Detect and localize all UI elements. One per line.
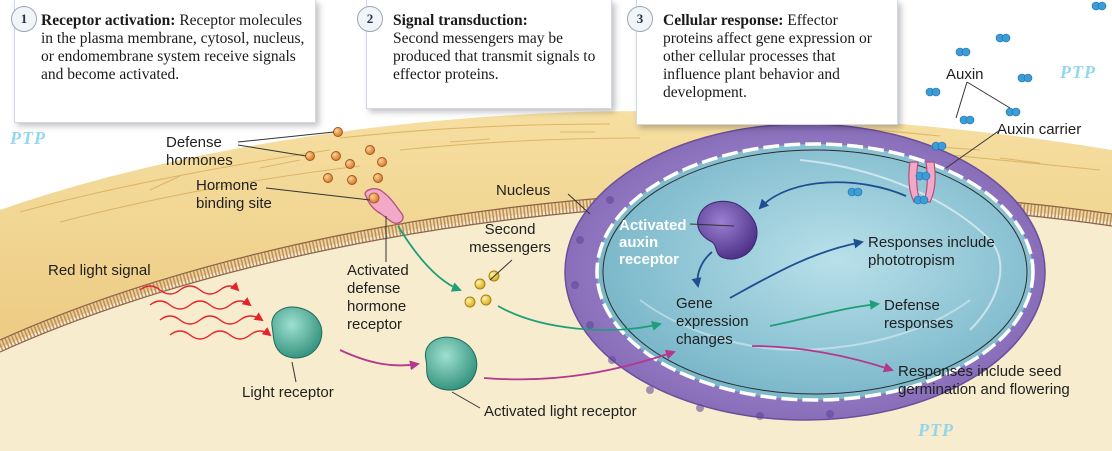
defense-hormones-label: Defense hormones: [166, 134, 233, 169]
step-number: 1: [11, 6, 37, 32]
light-receptor-label: Light receptor: [242, 384, 334, 401]
activated-auxin-receptor-shape: [697, 200, 758, 260]
gene-expression-label: Gene expression changes: [676, 295, 749, 348]
seed-flowering-response-label: Responses include seed germination and f…: [898, 363, 1070, 398]
activated-auxin-receptor-label: Activated auxin receptor: [619, 217, 687, 268]
red-light-rays: [139, 281, 272, 340]
light-pathway-arrow-1: [339, 349, 420, 371]
hormone-binding-site-label: Hormone binding site: [196, 177, 272, 212]
defense-pathway-arrow-1: [397, 225, 462, 292]
nucleus-label: Nucleus: [496, 182, 551, 199]
phototropism-arrow: [729, 238, 864, 299]
activated-light-receptor-label: Activated light receptor: [484, 403, 637, 420]
defense-hormone-molecules: [305, 127, 387, 185]
auxin-receptor-arrow: [691, 251, 713, 288]
defense-response-arrow: [769, 299, 880, 327]
step-number: 3: [627, 6, 653, 32]
step-body: Effector proteins affect gene expression…: [663, 12, 872, 101]
auxin-carrier-arrow: [758, 181, 907, 210]
step-title: Receptor activation:: [41, 12, 176, 29]
defense-pathway-arrow-2: [497, 305, 662, 331]
step-title: Cellular response:: [663, 12, 784, 29]
activated-light-receptor-shape: [424, 336, 478, 391]
step-body: Second messengers may be produced that t…: [393, 30, 596, 83]
red-light-signal-label: Red light signal: [48, 262, 151, 279]
step-text: Receptor activation: Receptor molecules …: [41, 12, 307, 84]
defense-responses-label: Defense responses: [884, 297, 954, 332]
second-messengers-label: Second messengers: [469, 221, 551, 256]
light-receptor-shape: [271, 306, 323, 359]
step-text: Cellular response: Effector proteins aff…: [663, 12, 889, 102]
watermark-top-right: PTP: [1060, 62, 1096, 82]
step-2-callout: 2 Signal transduction:Second messengers …: [357, 0, 612, 109]
signal-arrows: [339, 181, 907, 381]
watermark-left: PTP: [10, 128, 46, 148]
auxin-label: Auxin: [946, 66, 984, 83]
step-3-callout: 3 Cellular response: Effector proteins a…: [627, 0, 898, 125]
phototropism-response-label: Responses include phototropism: [868, 234, 995, 269]
auxin-carrier-label: Auxin carrier: [997, 121, 1082, 138]
step-title: Signal transduction:: [393, 12, 528, 29]
watermark-bottom: PTP: [918, 420, 954, 440]
step-1-callout: 1 Receptor activation: Receptor molecule…: [11, 0, 316, 123]
seed-flowering-arrow: [751, 345, 894, 373]
leader-lines: [237, 81, 1011, 409]
step-text: Signal transduction:Second messengers ma…: [393, 12, 603, 84]
activated-defense-receptor-label: Activated defense hormone receptor: [347, 262, 409, 333]
step-number: 2: [357, 6, 383, 32]
auxin-carrier: [908, 161, 936, 203]
light-pathway-arrow-2: [483, 349, 676, 381]
step-body: Receptor molecules in the plasma membran…: [41, 12, 305, 83]
